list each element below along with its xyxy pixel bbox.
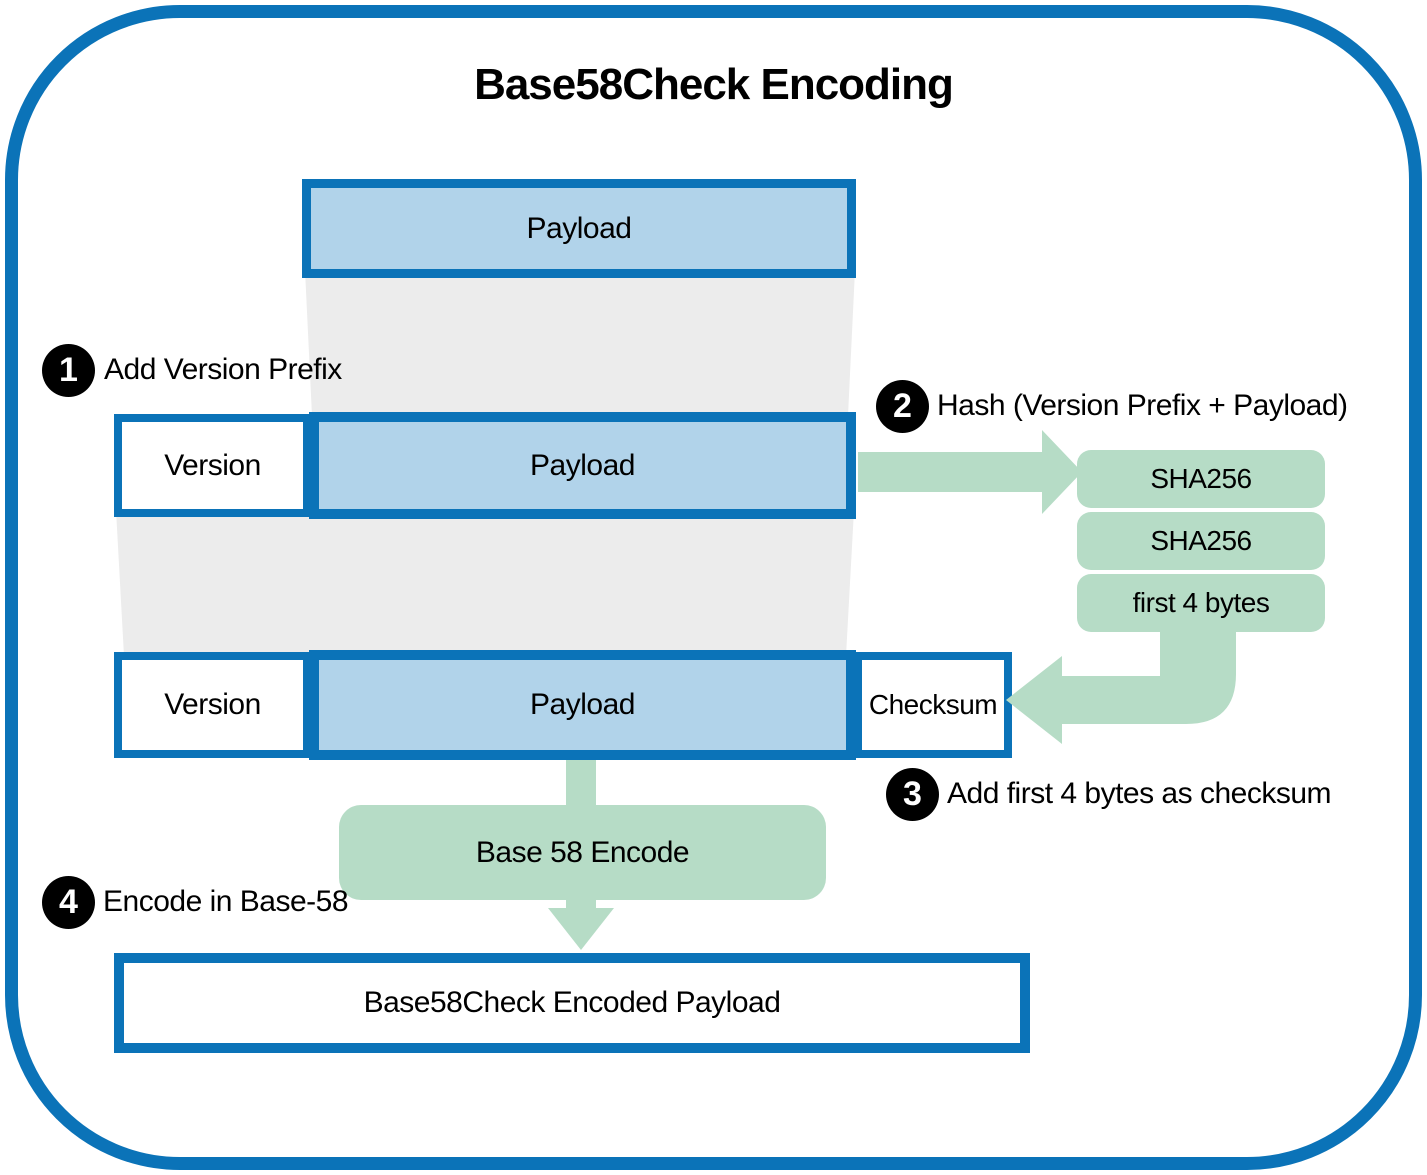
sha256-box-1: SHA256 [1077, 450, 1325, 508]
step-4-number: 4 [59, 883, 78, 921]
version-box-row2: Version [114, 414, 311, 517]
checksum-box-label: Checksum [868, 689, 998, 720]
sha256-box-2: SHA256 [1077, 512, 1325, 570]
payload-box-row3-label: Payload [530, 688, 635, 721]
final-output-box: Base58Check Encoded Payload [114, 953, 1030, 1053]
version-box-row3: Version [114, 652, 311, 758]
payload-box-row2-label: Payload [530, 448, 635, 482]
payload-box-top-label: Payload [526, 211, 632, 245]
checksum-box: Checksum [854, 652, 1012, 758]
version-box-row2-label: Version [164, 448, 261, 482]
step-3-number: 3 [903, 775, 922, 813]
step-3-badge: 3 [886, 768, 939, 821]
first-4-bytes-label: first 4 bytes [1132, 587, 1270, 618]
step-2-badge: 2 [876, 380, 929, 433]
payload-box-row3: Payload [309, 650, 856, 760]
diagram-title: Base58Check Encoding [474, 60, 954, 109]
base58-encode-box: Base 58 Encode [339, 805, 826, 900]
sha256-box-2-label: SHA256 [1150, 525, 1252, 556]
step-3-label: Add first 4 bytes as checksum [947, 777, 1332, 810]
base58-encode-label: Base 58 Encode [475, 835, 690, 869]
version-box-row3-label: Version [164, 688, 261, 721]
step-2-label: Hash (Version Prefix + Payload) [937, 389, 1348, 422]
step-1-label: Add Version Prefix [104, 353, 342, 386]
step-2-number: 2 [893, 387, 912, 425]
diagram-border-frame [5, 5, 1422, 1170]
step-1-number: 1 [59, 351, 78, 389]
sha256-box-1-label: SHA256 [1150, 463, 1252, 494]
payload-box-top: Payload [302, 179, 856, 278]
final-output-label: Base58Check Encoded Payload [363, 986, 781, 1019]
first-4-bytes-box: first 4 bytes [1077, 574, 1325, 632]
step-1-badge: 1 [42, 344, 95, 397]
step-4-badge: 4 [42, 876, 95, 929]
step-4-label: Encode in Base-58 [103, 885, 349, 918]
payload-box-row2: Payload [309, 412, 856, 519]
